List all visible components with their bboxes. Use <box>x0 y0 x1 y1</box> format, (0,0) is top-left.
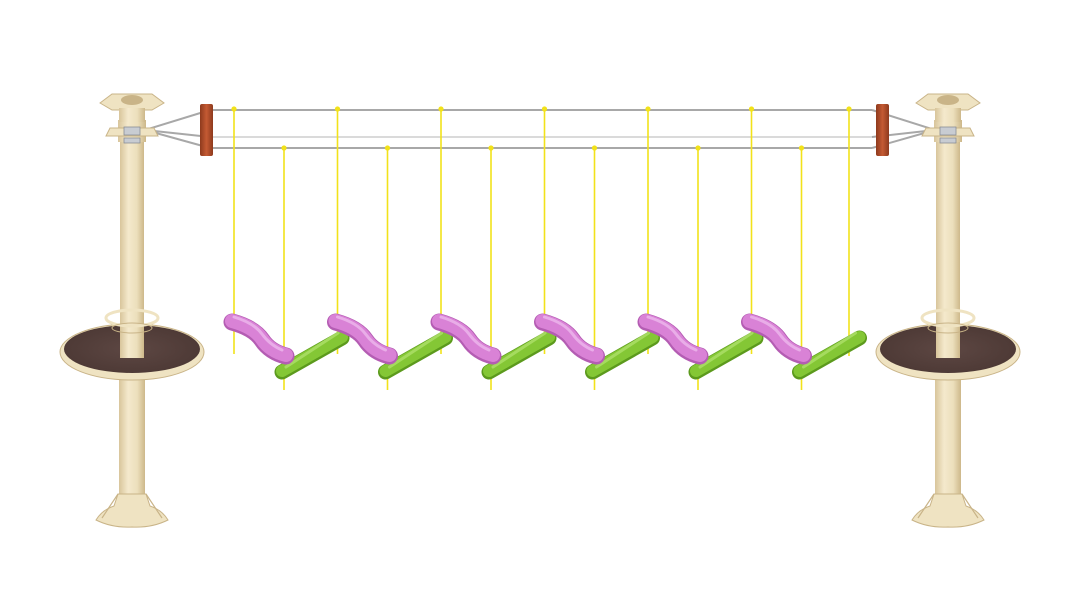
pink-beam-highlight <box>336 315 387 352</box>
green-beam-highlight <box>595 331 650 369</box>
left-clamp <box>123 137 141 144</box>
left-base-gussets <box>101 493 163 519</box>
right-pole-upper <box>936 140 960 358</box>
zigzag-beams <box>223 313 867 380</box>
green-beam-highlight <box>491 331 547 369</box>
hanger-clip <box>645 106 651 112</box>
left-pole-lower <box>119 372 145 500</box>
left-pole <box>59 93 205 528</box>
hanger-clip <box>281 145 287 151</box>
right-pole-ring-inner <box>927 322 969 334</box>
right-pole-cap-hole <box>937 95 959 105</box>
right-pole-neck <box>935 108 961 122</box>
left-pole-cap-hole <box>121 95 143 105</box>
green-beam <box>586 331 659 377</box>
hanger-clip <box>695 145 701 151</box>
pink-beam <box>639 314 707 362</box>
right-shackle <box>939 126 957 136</box>
right-clamp <box>939 137 957 144</box>
right-base-gussets <box>917 493 979 519</box>
pink-beam <box>432 314 500 362</box>
right-spreader-bar <box>876 104 889 156</box>
green-beam <box>276 331 348 377</box>
pink-beam-highlight <box>646 315 698 352</box>
pink-beam-highlight <box>232 315 284 352</box>
left-pole-ring-inner <box>111 322 153 334</box>
left-spreader-bar <box>200 104 213 156</box>
left-pole-ring <box>104 308 160 328</box>
hanger-clip <box>846 106 852 112</box>
support-poles <box>59 93 1021 528</box>
green-beam-highlight <box>802 331 857 369</box>
green-beam <box>379 331 452 377</box>
hanger-clip <box>231 106 237 112</box>
pink-beam <box>742 314 811 362</box>
green-beam <box>483 331 555 377</box>
green-beam <box>793 331 866 377</box>
hanger-clip <box>748 106 755 112</box>
hanger-clip <box>591 145 598 151</box>
hanger-clip <box>438 106 444 112</box>
hanger-clip <box>798 145 805 151</box>
right-pole-ring <box>920 308 976 328</box>
hanger-clip <box>334 106 341 112</box>
left-pole-upper <box>120 140 144 358</box>
green-beam-highlight <box>284 331 340 369</box>
pink-beam-highlight <box>439 315 491 352</box>
pink-beam-highlight <box>543 315 594 352</box>
right-pole <box>875 93 1021 528</box>
left-shackle <box>123 126 141 136</box>
pink-beam <box>535 314 604 362</box>
right-pole-lower <box>935 372 961 500</box>
pink-beam-highlight <box>750 315 801 352</box>
hanger-clip <box>541 106 548 112</box>
green-beam <box>690 331 762 377</box>
pink-beam <box>328 314 397 362</box>
hanger-clip <box>384 145 391 151</box>
green-beam-highlight <box>388 331 443 369</box>
pink-beam <box>225 314 293 362</box>
left-pole-neck <box>119 108 145 122</box>
steel-cables <box>144 104 936 156</box>
hanger-clip <box>488 145 494 151</box>
green-beam-highlight <box>698 331 754 369</box>
